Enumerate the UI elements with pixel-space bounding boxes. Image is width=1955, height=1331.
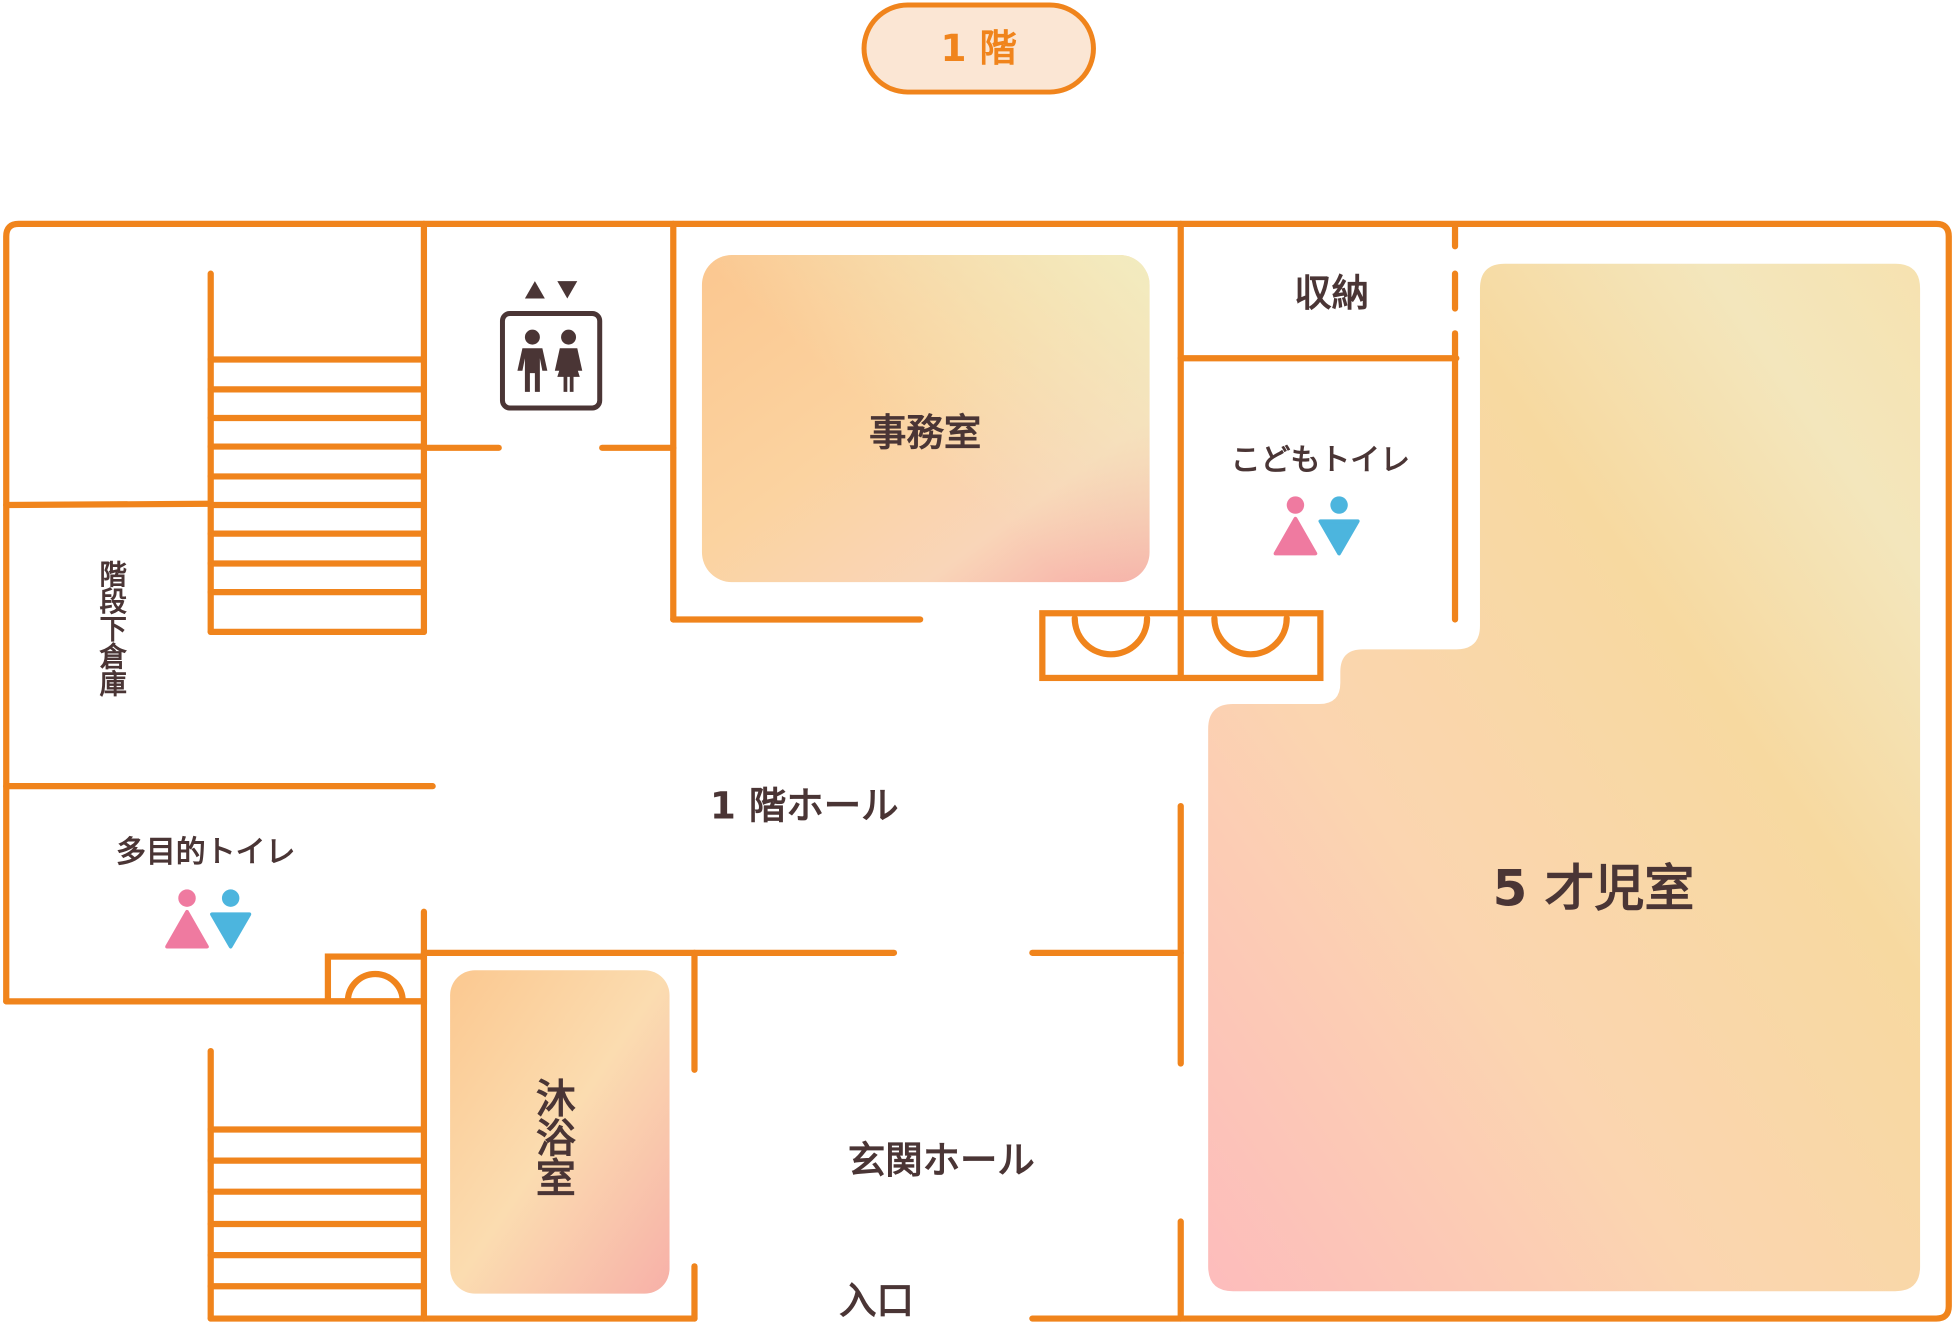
lower-stairs — [207, 1126, 428, 1290]
floor-label: 1 階 — [941, 26, 1017, 70]
age5-room — [1208, 263, 1921, 1292]
age5-room-label: 5 才児室 — [1493, 860, 1695, 918]
hall-label: 1 階ホール — [710, 784, 899, 828]
kids-toilet-icon — [1273, 496, 1360, 556]
entrance-label: 入口 — [839, 1279, 914, 1323]
storage-label: 収納 — [1294, 271, 1369, 315]
elevator-icon — [499, 281, 603, 411]
kids-toilet-label: こどもトイレ — [1231, 443, 1410, 478]
under-stair-storage-label: 階段下倉庫 — [94, 560, 128, 698]
bath-room — [450, 970, 670, 1294]
multipurpose-toilet-label: 多目的トイレ — [116, 835, 295, 870]
multipurpose-toilet-icon — [165, 889, 252, 949]
bath-label: 沐浴室 — [529, 1077, 575, 1196]
floor-label-pill: 1 階 — [861, 2, 1096, 95]
entrance-hall-label: 玄関ホール — [848, 1138, 1035, 1182]
upper-stairs — [207, 356, 428, 636]
office-label: 事務室 — [869, 410, 981, 454]
walls — [3, 220, 1952, 1322]
